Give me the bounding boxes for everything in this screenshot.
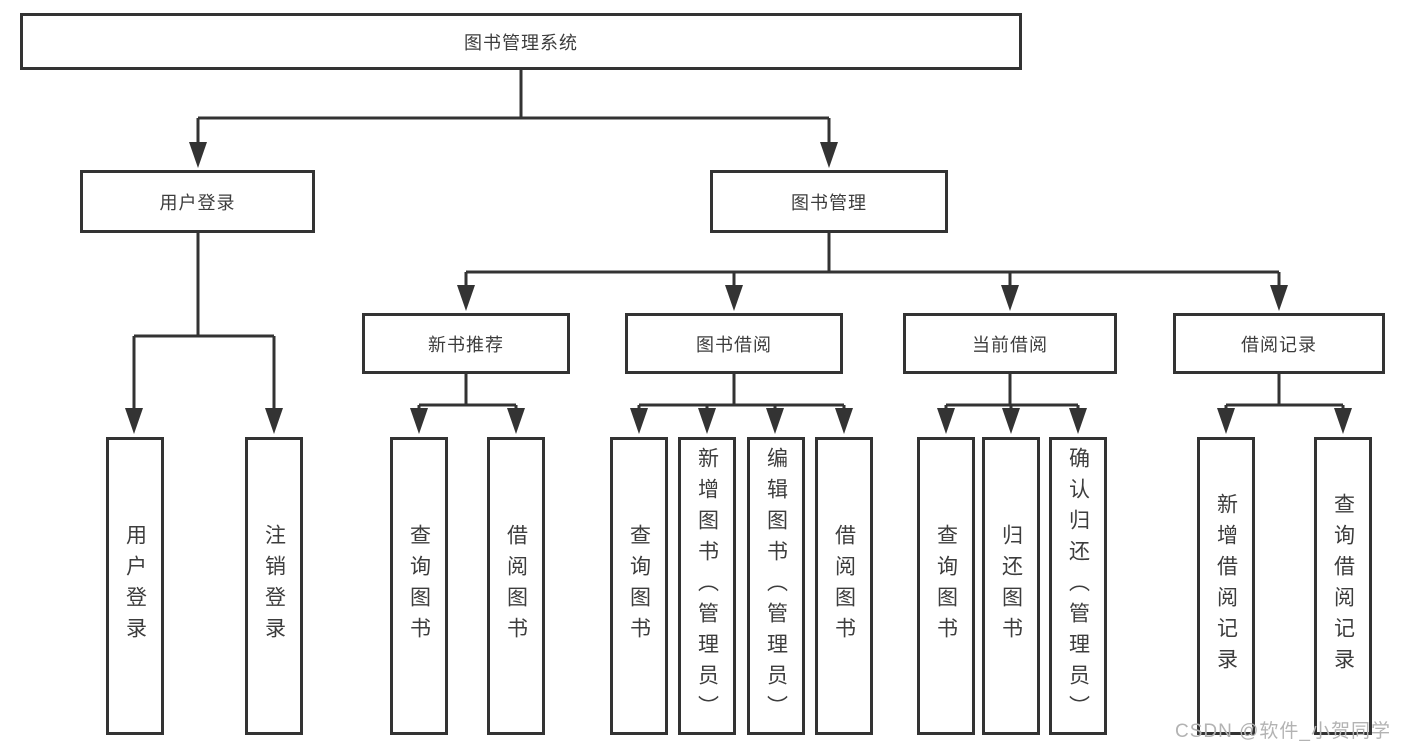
leaf-return-book-label: 归还图书: [999, 524, 1023, 648]
leaf-recommend-query-book-label: 查询图书: [407, 524, 431, 648]
leaf-confirm-return-admin: 确认归还（管理员）: [1049, 437, 1107, 735]
node-book-management: 图书管理: [710, 170, 948, 233]
leaf-edit-book-admin: 编辑图书（管理员）: [747, 437, 805, 735]
leaf-edit-book-admin-label: 编辑图书（管理员）: [764, 446, 788, 726]
leaf-logout: 注销登录: [245, 437, 303, 735]
leaf-confirm-return-admin-label: 确认归还（管理员）: [1066, 446, 1090, 726]
leaf-add-borrow-record-label: 新增借阅记录: [1214, 493, 1238, 679]
leaf-return-book: 归还图书: [982, 437, 1040, 735]
node-new-book-recommend-label: 新书推荐: [428, 334, 504, 355]
node-user-login: 用户登录: [80, 170, 315, 233]
leaf-borrow-query-book: 查询图书: [610, 437, 668, 735]
leaf-add-book-admin: 新增图书（管理员）: [678, 437, 736, 735]
leaf-current-query-book-label: 查询图书: [934, 524, 958, 648]
leaf-logout-label: 注销登录: [262, 524, 286, 648]
csdn-watermark: CSDN @软件_小贺同学: [1175, 721, 1391, 742]
leaf-user-login-label: 用户登录: [123, 524, 147, 648]
leaf-recommend-borrow-book: 借阅图书: [487, 437, 545, 735]
node-root-label: 图书管理系统: [464, 32, 578, 53]
leaf-user-login: 用户登录: [106, 437, 164, 735]
node-borrow-records: 借阅记录: [1173, 313, 1385, 374]
leaf-borrow-book-label: 借阅图书: [832, 524, 856, 648]
node-book-borrow: 图书借阅: [625, 313, 843, 374]
leaf-borrow-query-book-label: 查询图书: [627, 524, 651, 648]
node-book-borrow-label: 图书借阅: [696, 334, 772, 355]
node-borrow-records-label: 借阅记录: [1241, 334, 1317, 355]
node-current-borrow-label: 当前借阅: [972, 334, 1048, 355]
leaf-recommend-borrow-book-label: 借阅图书: [504, 524, 528, 648]
leaf-current-query-book: 查询图书: [917, 437, 975, 735]
leaf-recommend-query-book: 查询图书: [390, 437, 448, 735]
node-book-management-label: 图书管理: [791, 192, 867, 213]
leaf-add-borrow-record: 新增借阅记录: [1197, 437, 1255, 735]
leaf-query-borrow-record-label: 查询借阅记录: [1331, 493, 1355, 679]
leaf-add-book-admin-label: 新增图书（管理员）: [695, 446, 719, 726]
leaf-borrow-book: 借阅图书: [815, 437, 873, 735]
node-user-login-label: 用户登录: [159, 192, 236, 213]
node-new-book-recommend: 新书推荐: [362, 313, 570, 374]
leaf-query-borrow-record: 查询借阅记录: [1314, 437, 1372, 735]
node-current-borrow: 当前借阅: [903, 313, 1117, 374]
node-root: 图书管理系统: [20, 13, 1022, 70]
